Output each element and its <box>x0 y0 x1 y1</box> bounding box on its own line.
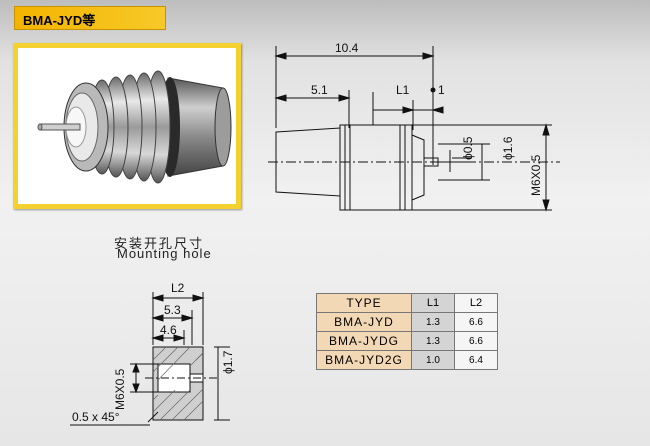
caption-chinese: 安装开孔尺寸 <box>114 237 205 252</box>
product-photo-frame <box>13 43 241 209</box>
dim-phi-large: ϕ1.6 <box>501 136 515 160</box>
page-title: BMA-JYD等 <box>23 13 96 28</box>
hole-depth1: 5.3 <box>164 303 181 317</box>
table-row: BMA-JYD2G 1.0 6.4 <box>316 350 498 370</box>
dim-pin: 1 <box>438 83 445 97</box>
dim-overall: 10.4 <box>335 41 359 55</box>
row-type: BMA-JYDG <box>316 331 412 351</box>
hole-chamfer: 0.5 x 45° <box>72 410 120 424</box>
row-l1: 1.0 <box>411 350 455 370</box>
row-l1: 1.3 <box>411 331 455 351</box>
spec-table: TYPE L1 L2 BMA-JYD 1.3 6.6 BMA-JYDG 1.3 … <box>316 293 498 370</box>
row-l2: 6.4 <box>454 350 498 370</box>
header-l1: L1 <box>411 293 455 313</box>
hole-depth2: 4.6 <box>160 323 177 337</box>
hole-phi: ϕ1.7 <box>221 350 235 374</box>
hole-thread: M6X0.5 <box>113 368 127 410</box>
dim-left: 5.1 <box>311 83 328 97</box>
dim-thread: M6X0.5 <box>529 154 543 196</box>
dim-phi-small: ϕ0.5 <box>461 136 475 160</box>
row-l1: 1.3 <box>411 312 455 332</box>
hole-l2: L2 <box>171 281 185 295</box>
mounting-hole-drawing <box>70 292 230 426</box>
row-type: BMA-JYD <box>316 312 412 332</box>
dim-l1: L1 <box>396 83 410 97</box>
table-row: BMA-JYDG 1.3 6.6 <box>316 331 498 351</box>
caption-english: Mounting hole <box>117 246 212 261</box>
title-bar: BMA-JYD等 <box>14 6 166 30</box>
header-type: TYPE <box>316 293 412 313</box>
row-l2: 6.6 <box>454 312 498 332</box>
row-l2: 6.6 <box>454 331 498 351</box>
table-row: BMA-JYD 1.3 6.6 <box>316 312 498 332</box>
table-header-row: TYPE L1 L2 <box>316 293 498 313</box>
header-l2: L2 <box>454 293 498 313</box>
connector-photo-illustration <box>37 70 232 184</box>
row-type: BMA-JYD2G <box>316 350 412 370</box>
product-photo <box>18 48 236 204</box>
